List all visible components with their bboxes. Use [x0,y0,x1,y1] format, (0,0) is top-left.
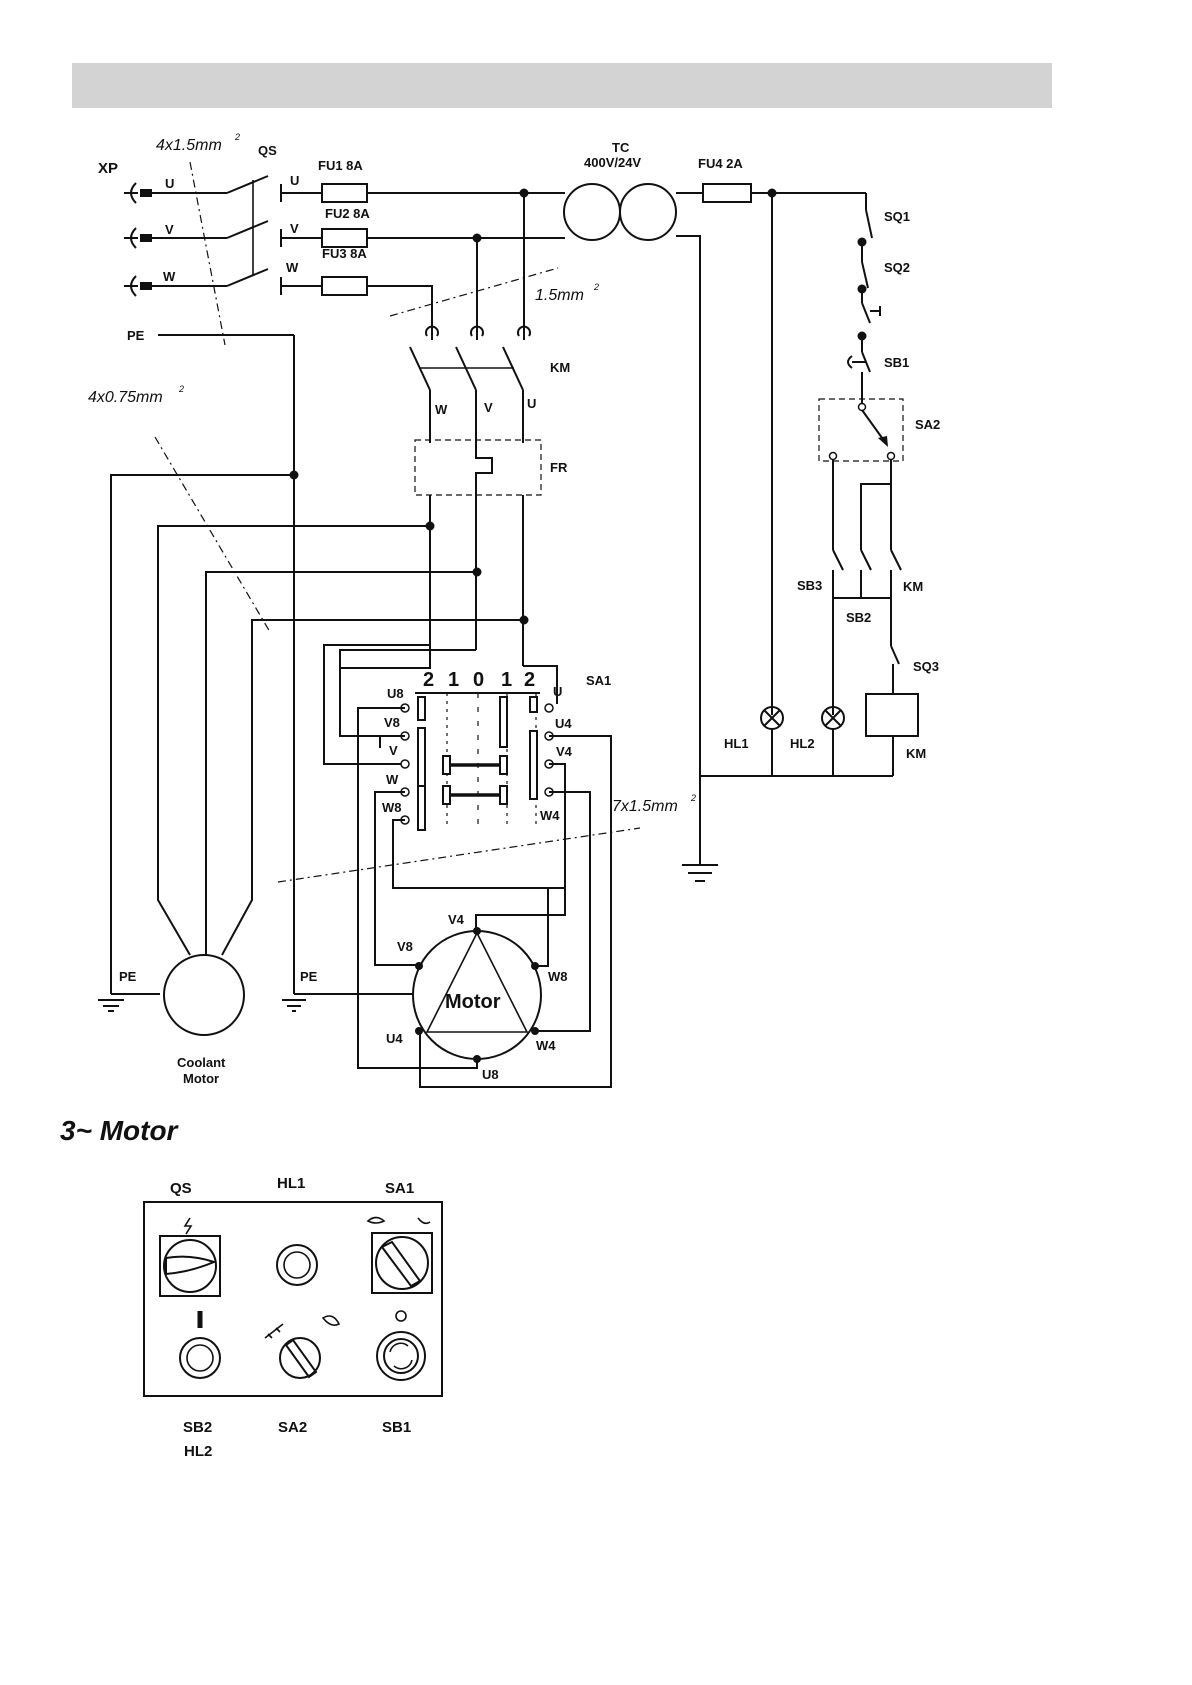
svg-text:V: V [389,743,398,758]
svg-text:1: 1 [501,669,512,691]
svg-text:V4: V4 [448,912,465,927]
plug-phase-u: U [165,176,174,191]
svg-text:U: U [527,396,536,411]
svg-text:Coolant: Coolant [177,1055,226,1070]
svg-text:SA1: SA1 [586,673,611,688]
cable-coolant: 4x0.75mm 2 [88,384,270,632]
fuse-fu4: FU4 2A [698,156,743,171]
overload-fr: FR [290,440,568,666]
svg-text:V8: V8 [384,715,400,730]
svg-text:SB1: SB1 [382,1419,411,1436]
plug-pe: PE [127,328,145,343]
plug-label: XP [98,160,118,177]
svg-text:SA2: SA2 [278,1419,307,1436]
svg-text:SB2: SB2 [846,610,871,625]
svg-text:U4: U4 [555,716,572,731]
svg-text:W: W [386,772,399,787]
svg-text:TC: TC [612,140,630,155]
svg-text:HL2: HL2 [790,736,815,751]
fuse-fu1: FU1 8A [318,158,363,173]
svg-text:W4: W4 [540,808,560,823]
svg-text:2: 2 [234,132,240,142]
svg-text:W8: W8 [382,800,402,815]
svg-text:0: 0 [473,669,484,691]
wire-7x-label: 7x1.5mm [612,798,678,815]
start-buttons: SB3 KM SB2 SQ3 KM [797,550,939,776]
contactor-km: KM W V U [410,327,570,443]
svg-text:4x0.75mm: 4x0.75mm [88,389,163,406]
lamps: HL1 HL2 [724,707,844,776]
svg-text:SB1: SB1 [884,355,909,370]
section-title: 3~ Motor [60,1115,180,1146]
svg-text:4x1.5mm: 4x1.5mm [156,137,222,154]
svg-text:400V/24V: 400V/24V [584,155,641,170]
plug-phase-v: V [165,222,174,237]
svg-text:SB2: SB2 [183,1419,212,1436]
motor-label: Motor [445,991,501,1013]
svg-text:2: 2 [423,669,434,691]
svg-text:V: V [484,400,493,415]
speed-switch-sa1: 2 1 0 1 2 SA1 U8 V8 V W W8 [278,645,696,882]
isolator-qs: QS U V W [227,143,322,295]
svg-text:W: W [286,260,299,275]
control-panel: QS HL1 SA1 [144,1175,442,1460]
plug-phase-w: W [163,269,176,284]
motor-pe: PE [300,969,318,984]
transformer-tc: TC 400V/24V [564,140,893,881]
selector-sa2: SA2 [819,399,940,550]
fuse-fu2: FU2 8A [325,206,370,221]
svg-text:2: 2 [690,793,696,803]
svg-text:FR: FR [550,460,568,475]
plug-xp: XP U V W PE [98,160,294,343]
svg-text:HL2: HL2 [184,1443,212,1460]
svg-text:SB3: SB3 [797,578,822,593]
svg-text:SQ3: SQ3 [913,659,939,674]
svg-text:1: 1 [448,669,459,691]
svg-text:U4: U4 [386,1031,403,1046]
svg-text:HL1: HL1 [724,736,749,751]
wire-power-label: 1.5mm [535,287,584,304]
svg-text:QS: QS [258,143,277,158]
svg-text:2: 2 [593,282,599,292]
svg-text:KM: KM [906,746,926,761]
svg-text:2: 2 [178,384,184,394]
svg-text:W8: W8 [548,969,568,984]
svg-text:SA1: SA1 [385,1180,414,1197]
svg-text:2: 2 [524,669,535,691]
svg-text:QS: QS [170,1180,192,1197]
svg-text:V4: V4 [556,744,573,759]
svg-text:KM: KM [903,579,923,594]
control-circuit: SQ1 SQ2 SB1 [768,189,911,716]
svg-text:SA2: SA2 [915,417,940,432]
svg-text:W4: W4 [536,1038,556,1053]
svg-text:U8: U8 [387,686,404,701]
svg-text:W: W [435,402,448,417]
coolant-pe: PE [119,969,137,984]
svg-text:HL1: HL1 [277,1175,305,1192]
svg-text:V: V [290,221,299,236]
svg-text:U8: U8 [482,1067,499,1082]
fuse-fu3: FU3 8A [322,246,367,261]
svg-text:V8: V8 [397,939,413,954]
svg-text:SQ1: SQ1 [884,209,910,224]
header-band [72,63,1052,108]
svg-text:Motor: Motor [183,1071,219,1086]
svg-text:SQ2: SQ2 [884,260,910,275]
svg-text:U: U [290,173,299,188]
svg-text:KM: KM [550,360,570,375]
